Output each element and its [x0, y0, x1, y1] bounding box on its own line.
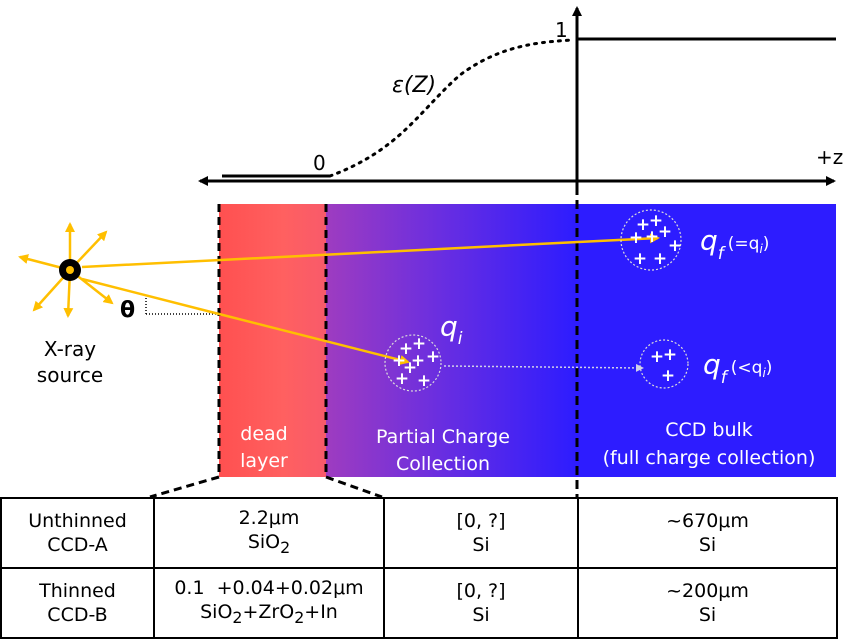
partial-label-line2: Collection	[396, 453, 490, 475]
svg-text:+: +	[392, 351, 406, 371]
partial-label-line1: Partial Charge	[376, 426, 510, 448]
dead-layer-label-line1: dead	[240, 423, 287, 445]
bulk-region	[577, 204, 836, 477]
charge-cloud-qi: + + + + + + + +	[384, 334, 442, 392]
svg-text:+: +	[629, 228, 643, 248]
one-label: 1	[555, 18, 568, 42]
row-name-cell: Unthinned CCD-A	[0, 497, 155, 569]
svg-text:+: +	[411, 351, 425, 371]
svg-text:+: +	[663, 345, 677, 365]
z-axis-label: +z	[816, 145, 843, 169]
ray-partial-collection-inside	[218, 312, 410, 365]
dead-layer-cell: 2.2μm SiO2	[153, 497, 385, 569]
charge-drift-arrow	[443, 363, 644, 372]
charge-cloud-qf-partial: + + +	[639, 339, 689, 389]
row-name-cell: Thinned CCD-B	[0, 567, 155, 639]
qf-partial-label: qf(<qi)	[703, 348, 772, 388]
ray-full-collection	[81, 233, 660, 269]
svg-text:+: +	[649, 211, 663, 231]
bulk-layer-thickness: ~670μm	[666, 510, 749, 532]
svg-text:+: +	[645, 227, 659, 247]
row-name-line1: Thinned	[39, 580, 116, 602]
bulk-label-line2: (full charge collection)	[603, 447, 816, 469]
bulk-layer-material: Si	[698, 604, 717, 626]
epsilon-label: ε(Z)	[392, 73, 436, 98]
partial-layer-material: Si	[472, 534, 490, 556]
table-row: Unthinned CCD-A 2.2μm SiO2 [0, ?] Si ~67…	[0, 497, 838, 569]
dead-layer-cell: 0.1 +0.04+0.02μm SiO2+ZrO2+In	[153, 567, 385, 639]
qf-full-label: qf(=qi)	[700, 224, 769, 264]
ray-partial-collection	[81, 277, 220, 316]
partial-layer-cell: [0, ?] Si	[383, 567, 579, 639]
dead-layer-thickness: 0.1 +0.04+0.02μm	[174, 577, 364, 600]
bulk-layer-cell: ~670μm Si	[577, 497, 838, 569]
dead-layer-region	[219, 204, 326, 477]
zero-label: 0	[313, 151, 326, 175]
row-name-line2: CCD-A	[47, 534, 108, 556]
row-name-line2: CCD-B	[47, 604, 108, 626]
svg-text:+: +	[426, 347, 440, 367]
svg-text:+: +	[636, 215, 650, 235]
svg-text:+: +	[417, 371, 431, 391]
xray-source-label-line2: source	[37, 363, 103, 387]
svg-text:+: +	[395, 369, 409, 389]
dead-layer-thickness: 2.2μm	[238, 507, 300, 530]
svg-text:+: +	[668, 236, 682, 256]
svg-text:+: +	[653, 249, 667, 269]
partial-layer-thickness: [0, ?]	[456, 580, 506, 602]
svg-text:+: +	[661, 366, 675, 386]
efficiency-curve	[328, 38, 574, 178]
dead-layer-material: SiO2	[247, 531, 291, 557]
partial-layer-thickness: [0, ?]	[456, 510, 506, 532]
partial-layer-cell: [0, ?] Si	[383, 497, 579, 569]
bulk-label-line1: CCD bulk	[665, 419, 753, 441]
svg-text:+: +	[650, 347, 664, 367]
table-bracket-right	[325, 475, 383, 499]
xray-source-core	[66, 266, 74, 274]
bulk-layer-cell: ~200μm Si	[577, 567, 838, 639]
xray-source-label-line1: X-ray	[44, 337, 96, 361]
svg-text:+: +	[403, 358, 417, 378]
angle-theta-label: θ	[120, 298, 135, 323]
layer-properties-table: Unthinned CCD-A 2.2μm SiO2 [0, ?] Si ~67…	[0, 497, 838, 639]
table-bracket-left	[149, 475, 220, 499]
partial-layer-material: Si	[472, 604, 490, 626]
svg-text:+: +	[633, 249, 647, 269]
svg-text:+: +	[658, 222, 672, 242]
dead-layer-label-line2: layer	[240, 450, 288, 472]
row-name-line1: Unthinned	[28, 510, 127, 532]
bulk-layer-material: Si	[698, 534, 717, 556]
dead-layer-material: SiO2+ZrO2+In	[200, 601, 338, 627]
table-row: Thinned CCD-B 0.1 +0.04+0.02μm SiO2+ZrO2…	[0, 567, 838, 639]
qi-label: qi	[440, 310, 463, 349]
charge-cloud-qf-full: + + + + + + + +	[620, 209, 682, 271]
svg-text:+: +	[399, 339, 413, 359]
bulk-layer-thickness: ~200μm	[666, 580, 749, 602]
svg-text:+: +	[412, 334, 426, 354]
